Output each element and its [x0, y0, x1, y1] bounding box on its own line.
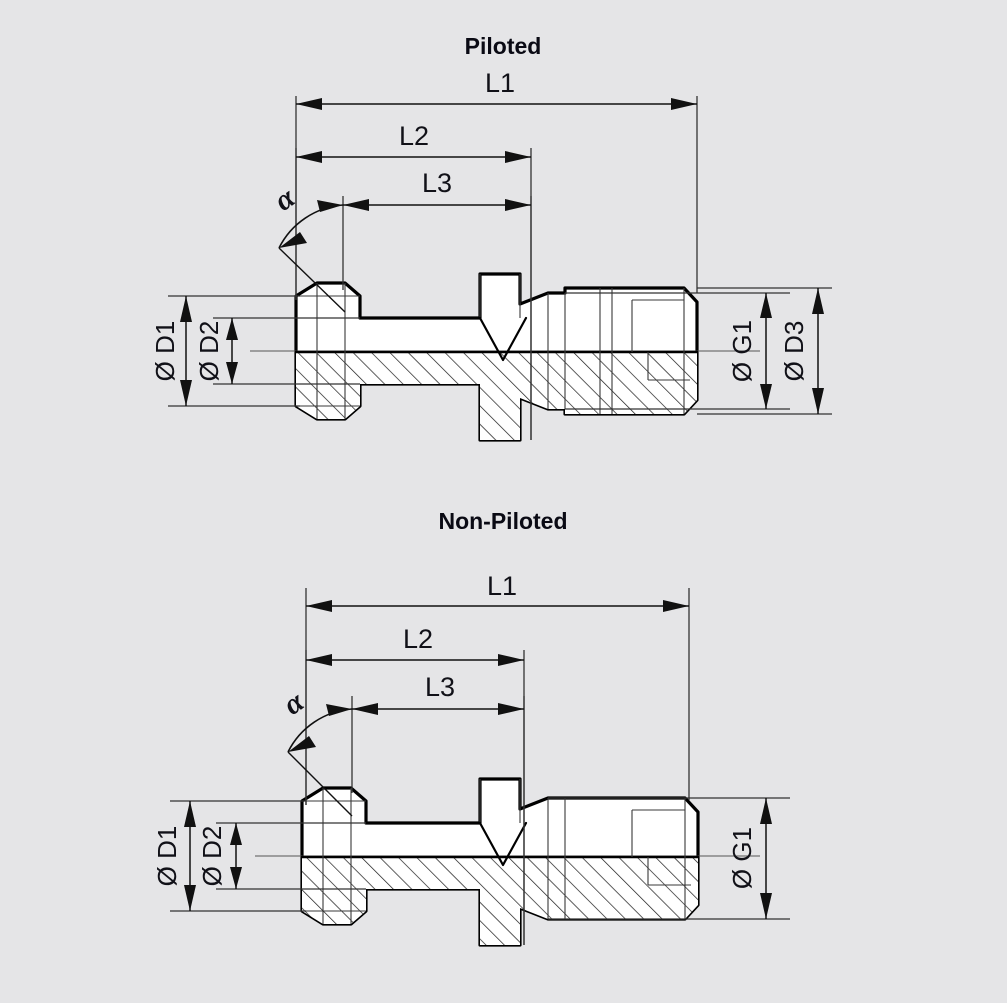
piloted-label-D1: Ø D1 — [150, 321, 180, 382]
piloted-label-D2: Ø D2 — [194, 321, 224, 382]
piloted-label-L1: L1 — [485, 68, 515, 98]
piloted-inner-lines — [296, 274, 690, 419]
non-piloted-label-D2: Ø D2 — [197, 826, 227, 887]
piloted-dim-D1: Ø D1 — [150, 295, 300, 407]
piloted-label-G1: Ø G1 — [727, 320, 757, 382]
non-piloted-title: Non-Piloted — [438, 508, 567, 534]
piloted-title: Piloted — [465, 33, 542, 59]
non-piloted-left-diameters: Ø D1 Ø D2 — [152, 800, 366, 912]
non-piloted-dim-G1: Ø G1 — [548, 797, 790, 920]
non-piloted-label-L3: L3 — [425, 672, 455, 702]
piloted-dim-L1: L1 — [295, 68, 698, 300]
non-piloted-v-groove — [478, 821, 528, 867]
piloted-dim-L3: L3 — [342, 168, 532, 440]
piloted-dim-D3: Ø D3 — [697, 287, 832, 415]
piloted-dim-D2: Ø D2 — [194, 317, 360, 385]
non-piloted-label-G1: Ø G1 — [727, 827, 757, 889]
non-piloted-length-dimensions: L1 L2 L3 — [277, 571, 690, 945]
diagram-non-piloted: Non-Piloted — [152, 508, 790, 947]
non-piloted-dim-D2: Ø D2 — [197, 822, 366, 890]
non-piloted-label-D1: Ø D1 — [152, 826, 182, 887]
piloted-v-groove — [478, 316, 528, 362]
non-piloted-inner-lines — [302, 779, 691, 924]
non-piloted-dim-L3: L3 — [351, 672, 525, 945]
piloted-label-D3: Ø D3 — [779, 321, 809, 382]
non-piloted-label-L1: L1 — [487, 571, 517, 601]
non-piloted-dim-D1: Ø D1 — [152, 800, 306, 912]
non-piloted-label-L2: L2 — [403, 624, 433, 654]
piloted-label-L3: L3 — [422, 168, 452, 198]
piloted-dim-G1: Ø G1 — [565, 292, 790, 410]
piloted-label-L2: L2 — [399, 121, 429, 151]
piloted-right-diameters: Ø G1 Ø D3 — [565, 287, 832, 415]
non-piloted-right-diameters: Ø G1 — [548, 797, 790, 920]
piloted-left-diameters: Ø D1 Ø D2 — [150, 295, 360, 407]
